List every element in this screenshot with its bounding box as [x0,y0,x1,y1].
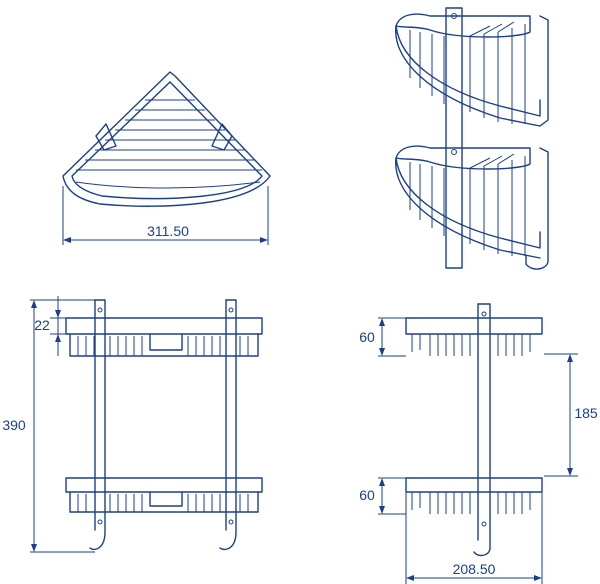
top-view-bracket-left [95,123,117,151]
front-upper-wires [77,336,249,356]
top-view-rim-outer [62,71,271,207]
perspective-lower-wires [409,153,526,256]
top-width-label: 311.50 [147,223,189,239]
perspective-lower-rim [395,145,531,170]
front-lower-wires [77,494,249,512]
perspective-upper-wires [409,21,526,124]
top-view-wires [75,99,262,189]
perspective-pole [445,7,463,269]
side-view: 60 60 185 208.50 [359,303,598,584]
perspective-view [395,7,549,270]
front-upper-basket-rim [65,317,263,335]
perspective-upper-rim [395,13,531,38]
side-upper-basket-rim [405,317,543,335]
top-view-bracket-right [211,123,233,151]
front-upper-label-plate [149,333,183,351]
side-gap-label: 185 [574,405,598,421]
side-upper-wires [411,334,531,356]
front-height-label: 390 [2,417,26,433]
side-pole [473,303,491,557]
side-lower-basket-rim [405,477,543,493]
front-post-right [219,299,237,551]
front-view: 390 22 [2,296,263,553]
side-width-label: 208.50 [453,561,496,577]
top-view: 311.50 [62,71,271,245]
side-lower-wires [411,492,531,514]
side-bottom-height-label: 60 [359,487,375,503]
front-lower-label-plate [149,491,183,507]
side-top-height-label: 60 [359,329,375,345]
front-post-left [89,299,106,551]
front-offset-label: 22 [34,317,50,333]
front-lower-basket-rim [65,477,263,493]
